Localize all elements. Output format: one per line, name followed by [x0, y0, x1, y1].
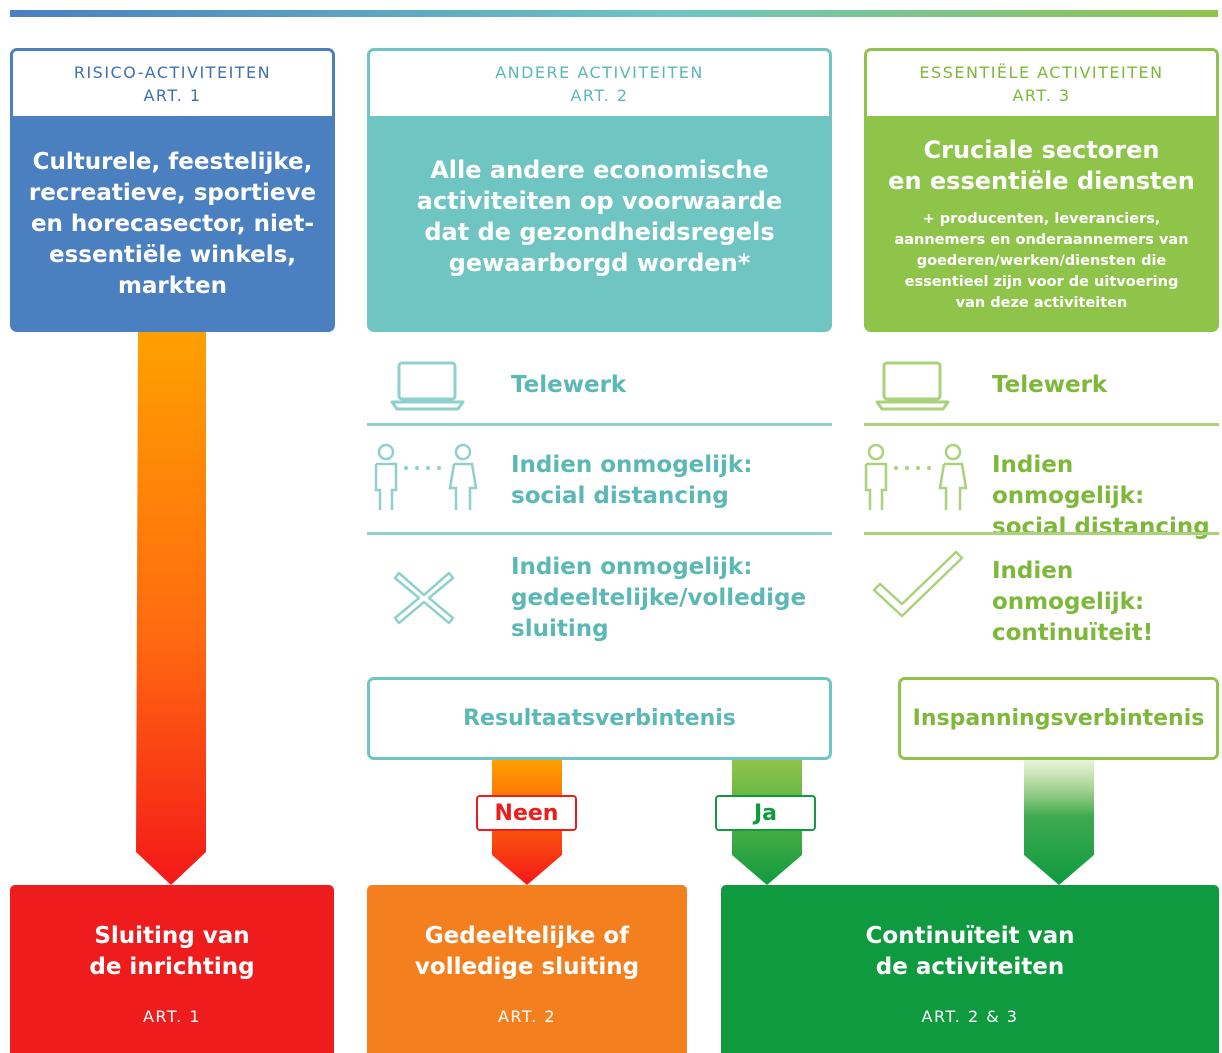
partial-closure-line-1: Gedeeltelijke of [424, 923, 630, 949]
no-badge: Neen [476, 795, 577, 831]
col2-row1-text: Telewerk [511, 370, 626, 401]
other-activities-article: ART. 2 [570, 85, 629, 105]
col2-distancing-line-1: Indien onmogelijk: [511, 452, 753, 478]
other-activities-header: ANDERE ACTIVITEITEN ART. 2 [367, 48, 832, 116]
cross-icon [393, 571, 455, 625]
risk-line-3: en horecasector, niet- [30, 210, 315, 237]
risk-to-closure-arrow [136, 332, 206, 885]
risk-line-1: Culturele, feestelijke, [32, 148, 313, 175]
partial-closure-article: ART. 2 [497, 1007, 557, 1026]
col3-telework-label: Telewerk [992, 372, 1108, 398]
closure-result-box: Sluiting van de inrichting ART. 1 [10, 885, 334, 1053]
laptop-icon [875, 361, 950, 411]
effort-commitment-box: Inspanningsverbintenis [898, 677, 1219, 760]
col3-distancing-line-2: social distancing [992, 514, 1210, 540]
partial-closure-line-2: volledige sluiting [414, 954, 640, 980]
social-distancing-icon [864, 443, 968, 510]
partial-closure-result-box: Gedeeltelijke of volledige sluiting ART.… [367, 885, 687, 1053]
risk-line-2: recreatieve, sportieve [28, 179, 317, 206]
col3-continuity-line-2: continuïteit! [992, 620, 1154, 646]
closure-line-2: de inrichting [89, 954, 255, 980]
col2-closure-line-2: gedeeltelijke/volledige [511, 585, 807, 611]
col2-distancing-line-2: social distancing [511, 483, 729, 509]
yes-badge-label: Ja [753, 800, 778, 826]
essential-activities-title: ESSENTIËLE ACTIVITEITEN [919, 62, 1164, 82]
risk-activities-box: Culturele, feestelijke, recreatieve, spo… [10, 116, 335, 332]
partial-closure-title: Gedeeltelijke of volledige sluiting [415, 921, 639, 983]
result-commitment-box: Resultaatsverbintenis [367, 677, 832, 760]
essential-sub-5: van deze activiteiten [955, 294, 1128, 311]
top-accent-bar [10, 10, 1218, 17]
closure-article: ART. 1 [142, 1007, 202, 1026]
essential-sub-3: goederen/werken/diensten die [916, 252, 1167, 269]
other-line-1: Alle andere economische [430, 156, 769, 184]
laptop-icon [390, 361, 465, 411]
col2-divider-2 [367, 532, 832, 535]
no-badge-label: Neen [494, 800, 559, 826]
col3-divider-2 [864, 532, 1219, 535]
essential-activities-description: Cruciale sectoren en essentiële diensten [888, 135, 1195, 197]
essential-sub-2: aannemers en onderaannemers van [894, 231, 1189, 248]
essential-line-1: Cruciale sectoren [923, 135, 1160, 164]
continuity-line-2: de activiteiten [875, 954, 1065, 980]
col2-closure-line-1: Indien onmogelijk: [511, 554, 753, 580]
effort-commitment-label: Inspanningsverbintenis [912, 706, 1205, 731]
risk-activities-article: ART. 1 [143, 85, 202, 105]
continuity-result-box: Continuïteit van de activiteiten ART. 2 … [721, 885, 1219, 1053]
col2-closure-line-3: sluiting [511, 616, 609, 642]
risk-activities-description: Culturele, feestelijke, recreatieve, spo… [29, 147, 316, 302]
other-activities-box: Alle andere economische activiteiten op … [367, 116, 832, 332]
risk-activities-title: RISICO-ACTIVITEITEN [73, 62, 272, 82]
continuity-article: ART. 2 & 3 [921, 1007, 1019, 1026]
col2-row3-text: Indien onmogelijk: gedeeltelijke/volledi… [511, 552, 806, 645]
continuity-title: Continuïteit van de activiteiten [866, 921, 1075, 983]
risk-line-5: markten [117, 272, 228, 299]
social-distancing-icon [374, 443, 478, 510]
closure-result-title: Sluiting van de inrichting [89, 921, 254, 983]
col2-divider-1 [367, 423, 832, 426]
essential-activities-header: ESSENTIËLE ACTIVITEITEN ART. 3 [864, 48, 1219, 116]
checkmark-icon [872, 550, 964, 618]
risk-activities-header: RISICO-ACTIVITEITEN ART. 1 [10, 48, 335, 116]
col2-telework-label: Telewerk [511, 372, 627, 398]
other-activities-description: Alle andere economische activiteiten op … [417, 155, 783, 279]
col3-row1-text: Telewerk [992, 370, 1107, 401]
effort-to-continuity-arrow [1024, 760, 1094, 885]
essential-sub-4: essentieel zijn voor de uitvoering [904, 273, 1179, 290]
other-line-3: dat de gezondheidsregels [424, 218, 775, 246]
col3-row2-text: Indien onmogelijk: social distancing [992, 450, 1222, 543]
continuity-line-1: Continuïteit van [865, 923, 1075, 949]
yes-badge: Ja [715, 795, 816, 831]
other-line-4: gewaarborgd worden* [448, 249, 751, 277]
result-commitment-label: Resultaatsverbintenis [463, 706, 736, 731]
closure-line-1: Sluiting van [94, 923, 250, 949]
col3-distancing-line-1: Indien onmogelijk: [992, 452, 1145, 509]
essential-activities-article: ART. 3 [1012, 85, 1071, 105]
essential-activities-subtext: + producenten, leveranciers, aannemers e… [894, 209, 1188, 314]
essential-line-2: en essentiële diensten [888, 166, 1195, 195]
col2-row2-text: Indien onmogelijk: social distancing [511, 450, 752, 512]
other-activities-title: ANDERE ACTIVITEITEN [495, 62, 704, 82]
risk-line-4: essentiële winkels, [48, 241, 296, 268]
col3-row3-text: Indien onmogelijk: continuïteit! [992, 556, 1222, 649]
col3-continuity-line-1: Indien onmogelijk: [992, 558, 1145, 615]
other-line-2: activiteiten op voorwaarde [416, 187, 783, 215]
col3-divider-1 [864, 423, 1219, 426]
essential-activities-box: Cruciale sectoren en essentiële diensten… [864, 116, 1219, 332]
essential-sub-1: + producenten, leveranciers, [922, 210, 1161, 227]
